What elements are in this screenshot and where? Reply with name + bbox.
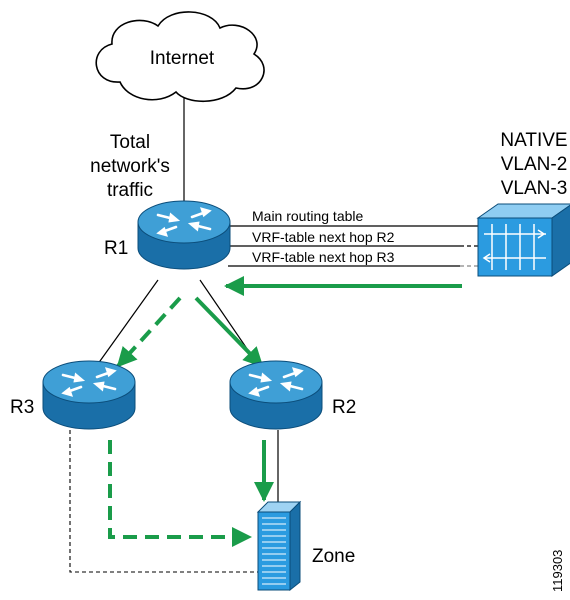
traffic-label: Total network's traffic [90,132,170,201]
r3-label: R3 [10,397,34,418]
router-r1 [137,200,231,270]
r1-r3-link [89,279,159,376]
arrow-r1-to-r3 [116,296,182,368]
r3-zone-backup-path [69,430,258,573]
vrf-r2-label: VRF-table next hop R2 [252,229,395,245]
traffic-arrows [108,276,462,547]
link-lines [89,98,488,505]
router-r3 [42,360,136,430]
router-icon [137,200,231,270]
r1-label: R1 [104,238,128,259]
traffic-label-line-3: traffic [107,180,153,201]
arrow-r1-to-r2 [194,296,264,368]
vlan-label-2: VLAN-2 [501,154,568,175]
r2-label: R2 [332,397,356,418]
multilayer-switch-icon [476,203,570,277]
arrow-r3-to-zone [108,440,252,547]
internet-label: Internet [150,48,215,69]
router-icon [229,360,323,430]
zone-label: Zone [312,546,355,567]
traffic-label-line-1: Total [110,132,150,153]
main-routing-label: Main routing table [252,208,364,224]
server-rack-icon [256,500,302,592]
vrf-r3-label: VRF-table next hop R3 [252,249,395,265]
figure-id: 119303 [550,550,565,592]
vlan-label-native: NATIVE [500,130,567,151]
vlan-labels: NATIVE VLAN-2 VLAN-3 [500,130,567,199]
traffic-label-line-2: network's [90,156,170,177]
router-icon [42,360,136,430]
cloud-icon: Internet [95,11,265,102]
router-r2 [229,360,323,430]
vlan-label-3: VLAN-3 [501,178,568,199]
